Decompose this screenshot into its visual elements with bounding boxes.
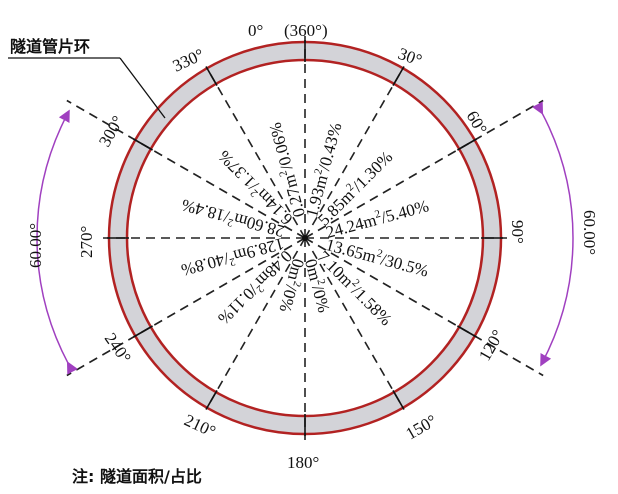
division-line-30 <box>304 67 404 239</box>
division-line-60 <box>304 99 544 239</box>
degree-label-240: 240° <box>101 329 135 366</box>
division-lines <box>66 36 544 440</box>
ring-label-leader <box>119 57 166 119</box>
ring-tick-150 <box>392 390 405 410</box>
division-line-210 <box>206 237 306 409</box>
division-line-150 <box>304 237 404 409</box>
sector-unit-superscript: 2 <box>290 280 303 288</box>
ring-tick-330 <box>205 66 218 86</box>
degree-label-120: 120° <box>475 327 508 364</box>
span-arcs <box>36 101 574 375</box>
sector-percent: /0.11% <box>214 281 261 328</box>
degree-label-270: 270° <box>77 226 96 258</box>
sector-percent: /1.37% <box>214 147 262 195</box>
sector-unit-superscript: 2 <box>375 247 383 260</box>
division-line-120 <box>304 237 544 377</box>
ring-tick-60 <box>457 138 477 151</box>
diagram-note: 注: 隧道面积/占比 <box>72 467 202 486</box>
sector-percent: /5.40% <box>379 196 431 227</box>
sector-percent: /0.06% <box>265 120 296 172</box>
span-arc-left <box>36 109 78 375</box>
sector-labels: 1.93m2/0.43%5.85m2/1.30%24.24m2/5.40%13.… <box>179 120 431 329</box>
sector-percent: /0% <box>308 283 333 314</box>
degree-label-210: 210° <box>181 410 218 441</box>
sector-unit-superscript: 2 <box>314 278 327 286</box>
ring-tick-240 <box>133 325 153 338</box>
sector-unit-superscript: 2 <box>226 216 234 229</box>
sector-unit-superscript: 2 <box>312 167 325 175</box>
degree-label-180: 180° <box>287 453 319 472</box>
division-line-330 <box>206 67 306 239</box>
span-arc-right <box>532 101 574 367</box>
degree-label-300: 300° <box>95 113 128 150</box>
sector-area: 0m <box>301 257 325 283</box>
ring-tick-30 <box>392 66 405 86</box>
sector-percent: /0.43% <box>315 121 346 173</box>
sector-percent: /30.5% <box>379 250 431 281</box>
span-label-right: 60.00° <box>580 210 599 255</box>
division-line-300 <box>66 99 306 239</box>
ring-tick-120 <box>457 325 477 338</box>
sector-area: 0m <box>284 257 308 283</box>
span-label-left: 60.00° <box>26 223 45 268</box>
ring-tick-210 <box>205 390 218 410</box>
degree-label-90: 90° <box>508 220 527 244</box>
center-point <box>302 235 308 241</box>
sector-unit-superscript: 2 <box>228 255 236 268</box>
division-line-240 <box>66 237 306 377</box>
sector-unit-superscript: 2 <box>373 208 381 221</box>
degree-label-0: 0° <box>248 21 263 40</box>
degree-label-150: 150° <box>403 411 440 444</box>
sector-percent: /1.30% <box>348 147 396 195</box>
degree-label-360: (360°) <box>284 21 328 40</box>
ring-label: 隧道管片环 <box>10 37 90 56</box>
sector-percent: /18.4% <box>179 195 231 226</box>
sector-percent: /40.8% <box>179 249 231 280</box>
sector-percent: /1.58% <box>348 281 396 329</box>
sector-unit-superscript: 2 <box>277 169 290 177</box>
sector-percent: /0% <box>276 283 301 314</box>
ring-tick-300 <box>133 138 153 151</box>
